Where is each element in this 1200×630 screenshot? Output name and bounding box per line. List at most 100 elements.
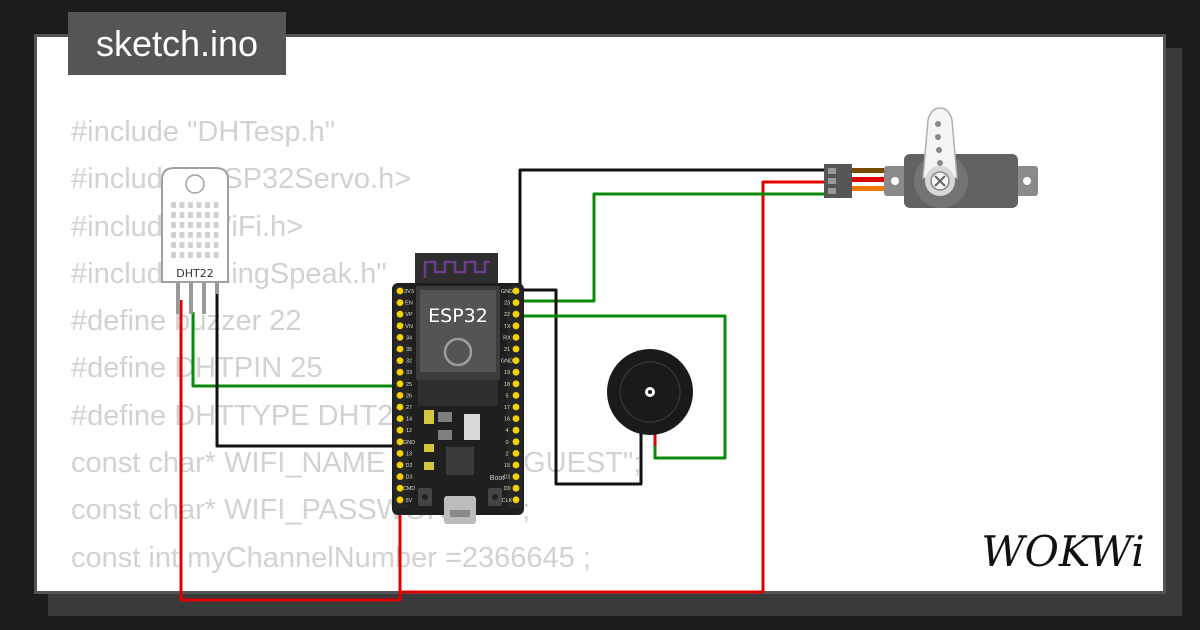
esp32-pin-label: 13 <box>406 451 412 457</box>
dht-vent <box>188 222 193 228</box>
dht-vent <box>188 242 193 248</box>
esp32-pin-left[interactable] <box>396 334 404 341</box>
buzzer[interactable] <box>607 349 693 435</box>
esp32-pin-label: 34 <box>406 335 412 341</box>
esp32-pin-left[interactable] <box>396 368 404 376</box>
dht-vent <box>171 222 176 228</box>
esp32-pin-label: 32 <box>406 359 412 365</box>
esp32-pin-label: 4 <box>505 428 508 434</box>
esp32-pin-right[interactable] <box>512 357 520 364</box>
esp32-pin-right[interactable] <box>512 310 520 318</box>
esp32-pin-right[interactable] <box>512 473 520 480</box>
dht-vent <box>196 212 202 218</box>
esp32-pin-right[interactable] <box>512 322 520 330</box>
wokwi-logo-text: WOKWi <box>981 527 1144 576</box>
dht-vent <box>188 202 193 208</box>
esp32-pin-label: VP <box>405 312 413 318</box>
esp32-pin-right[interactable] <box>512 380 520 388</box>
esp32-pin-left[interactable] <box>396 299 404 306</box>
esp32-pin-label: D3 <box>405 475 412 481</box>
dht-vent <box>213 242 219 248</box>
esp32-pin-left[interactable] <box>396 461 404 469</box>
dht22-sensor[interactable]: DHT22 <box>161 167 229 314</box>
esp32-pin-left[interactable] <box>396 380 404 388</box>
dht-vent <box>179 252 185 258</box>
esp32-pin-label: 35 <box>406 347 412 353</box>
esp32-pin-label: RX <box>503 335 511 341</box>
esp32-pin-right[interactable] <box>512 438 520 446</box>
dht-vent <box>205 212 210 218</box>
esp32-pin-right[interactable] <box>512 461 520 469</box>
esp32-pin-left[interactable] <box>396 403 404 411</box>
esp32-pin-label: 16 <box>504 417 510 423</box>
esp32-pin-label: TX <box>503 324 510 330</box>
esp32-pin-left[interactable] <box>396 496 404 504</box>
wire-buzzer-ground <box>520 288 643 486</box>
dht-vent <box>213 252 219 258</box>
dht-vent <box>205 232 210 238</box>
dht-vent <box>205 252 210 258</box>
esp32-pin-left[interactable] <box>396 287 404 295</box>
esp32-pin-left[interactable] <box>396 484 404 492</box>
dht-vent <box>205 202 210 208</box>
esp32-pin-label: 21 <box>504 347 510 353</box>
wire-servo-ground <box>518 168 826 290</box>
esp32-pin-right[interactable] <box>512 345 520 353</box>
esp32-pin-label: 17 <box>504 405 510 411</box>
esp32-pin-right[interactable] <box>512 426 520 434</box>
esp32-pin-left[interactable] <box>396 357 404 364</box>
esp32-pin-label: GND <box>501 289 513 295</box>
dht-vent <box>188 232 193 238</box>
dht-vent <box>196 202 202 208</box>
esp32-pin-right[interactable] <box>512 368 520 376</box>
esp32-pin-label: 25 <box>406 382 412 388</box>
esp32-pin-label: 3V3 <box>404 289 414 295</box>
dht-vent <box>196 242 202 248</box>
esp32-board[interactable]: ESP32 Boot 3V3ENVPVN343532332526271412GN… <box>392 253 524 524</box>
dht-vent <box>171 232 176 238</box>
esp32-pin-right[interactable] <box>512 403 520 411</box>
wire-dht-signal <box>191 312 400 388</box>
dht-vent <box>171 242 176 248</box>
esp32-pin-left[interactable] <box>396 426 404 434</box>
esp32-pin-left[interactable] <box>396 473 404 480</box>
esp32-pin-label: 33 <box>406 370 412 376</box>
esp32-pin-right[interactable] <box>512 299 520 306</box>
servo-motor[interactable] <box>884 107 1038 208</box>
esp32-pin-right[interactable] <box>512 484 520 492</box>
wokwi-logo: WOKWi <box>981 527 1144 576</box>
esp32-pin-right[interactable] <box>512 287 520 295</box>
esp32-pin-left[interactable] <box>396 438 404 446</box>
file-tab[interactable]: sketch.ino <box>68 12 286 75</box>
esp32-pin-right[interactable] <box>512 496 520 504</box>
esp32-pin-label: 2 <box>505 451 508 457</box>
dht-vent <box>188 252 193 258</box>
esp32-pin-left[interactable] <box>396 392 404 399</box>
esp32-pin-left[interactable] <box>396 345 404 353</box>
esp32-pin-label: 18 <box>504 382 510 388</box>
esp32-pin-label: 5 <box>505 393 508 399</box>
wire-buzzer-signal <box>520 314 727 460</box>
esp32-pin-label: 19 <box>504 370 510 376</box>
dht-vent <box>196 252 202 258</box>
esp32-pin-right[interactable] <box>512 392 520 399</box>
esp32-pin-label: D0 <box>503 486 510 492</box>
esp32-pin-right[interactable] <box>512 415 520 422</box>
dht-vent <box>213 212 219 218</box>
esp32-pin-left[interactable] <box>396 450 404 457</box>
code-line: #define buzzer 22 <box>71 305 302 338</box>
dht-vent <box>179 222 185 228</box>
esp32-pin-right[interactable] <box>512 450 520 457</box>
esp32-pin-label: 23 <box>504 301 510 307</box>
esp32-pin-left[interactable] <box>396 415 404 422</box>
esp32-pin-left[interactable] <box>396 322 404 330</box>
esp32-pin-label: CLK <box>502 498 513 504</box>
esp32-pin-label: GND <box>501 359 513 365</box>
esp32-pin-left[interactable] <box>396 310 404 318</box>
dht-vent <box>213 202 219 208</box>
esp32-pin-right[interactable] <box>512 334 520 341</box>
esp32-pin-label: EN <box>405 301 413 307</box>
esp32-pin-label: VN <box>405 324 413 330</box>
esp32-pin-label: D2 <box>405 463 412 469</box>
